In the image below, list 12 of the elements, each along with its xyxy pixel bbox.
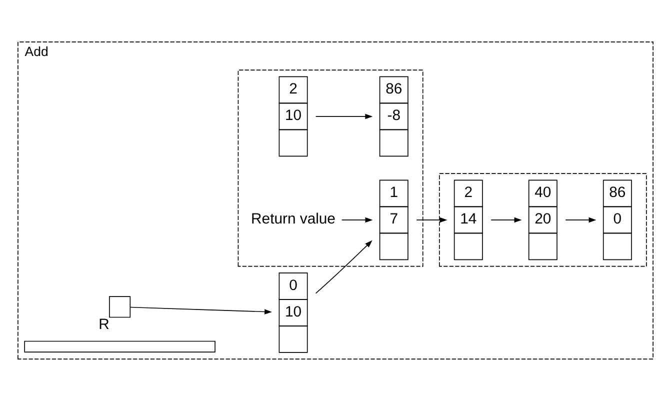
node-box: [109, 296, 131, 318]
arrow: [416, 217, 448, 223]
arrow: [565, 217, 596, 223]
arrow: [130, 306, 272, 314]
arrow: [490, 217, 522, 223]
node-label: R: [98, 317, 110, 334]
arrow: [315, 114, 373, 120]
cluster: [238, 70, 424, 267]
node-bar: [24, 340, 216, 352]
arrow: [315, 240, 372, 294]
node-text: Return value: [251, 212, 336, 228]
arrow: [341, 217, 373, 223]
